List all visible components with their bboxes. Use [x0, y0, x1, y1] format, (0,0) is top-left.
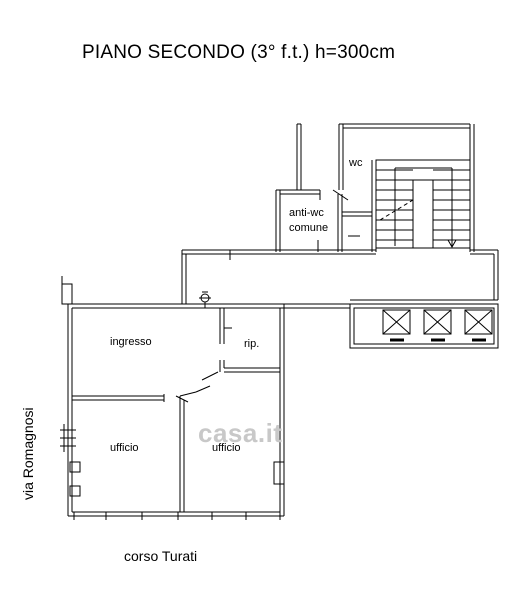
room-label-comune: comune [289, 222, 329, 234]
room-label-wc: wc [349, 157, 363, 169]
corridor-walls [181, 249, 499, 309]
room-label-ingresso: ingresso [110, 336, 152, 348]
elevator-block [349, 303, 499, 349]
room-label-ufficio-left: ufficio [110, 442, 139, 454]
service-block-walls [275, 123, 475, 252]
room-label-ufficio-right: ufficio [212, 442, 241, 454]
watermark-logo: casa.it [198, 418, 283, 448]
room-label-anti-wc: anti-wc [289, 207, 324, 219]
room-label-rip: rip. [244, 338, 260, 350]
elevator-shaft-icon [382, 309, 493, 342]
lamp-icon [199, 291, 211, 308]
office-walls [60, 276, 285, 520]
stairwell [375, 159, 471, 249]
street-label-west: via Romagnosi [20, 407, 36, 500]
street-label-south: corso Turati [124, 548, 198, 564]
stair-arrow-icon [394, 167, 457, 249]
page-title: PIANO SECONDO (3° f.t.) h=300cm [82, 42, 396, 63]
